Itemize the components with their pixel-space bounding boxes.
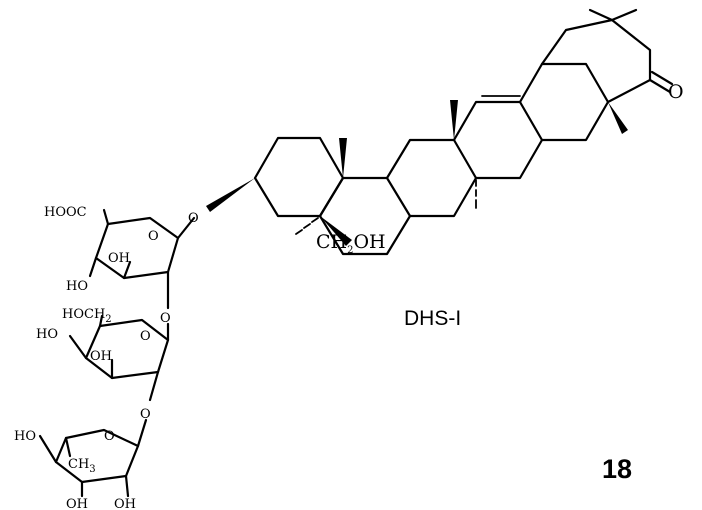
ch2oh-label: CH2OH (316, 231, 386, 256)
sugar3-oh-bond-2 (124, 474, 130, 498)
ho-label-1: HO (66, 279, 88, 294)
c3-o-wedge (206, 178, 255, 212)
ring-d (452, 100, 544, 180)
glycosidic-o-1: O (188, 211, 199, 226)
sugar2-ho-bond (68, 334, 88, 360)
hoch2-bond (98, 314, 104, 328)
oh-label-1: OH (108, 251, 130, 266)
methyl-wedge-3 (608, 102, 628, 134)
ring-o-2: O (140, 329, 151, 344)
aglycone-skeleton (206, 8, 674, 256)
sugar1-oh-bond (122, 260, 132, 280)
sugar1-ho-bond (88, 256, 98, 278)
sugar-ring-1 (94, 216, 180, 280)
ring-a (253, 136, 345, 218)
oh-label-3: OH (66, 497, 88, 510)
sugar-ring-3 (54, 428, 140, 484)
glycosidic-o-2: O (160, 311, 171, 326)
ring-o-1: O (148, 229, 159, 244)
compound-name: DHS-I (404, 307, 461, 330)
sugar2-o-down (148, 370, 160, 402)
methyl-wedge-2 (450, 100, 458, 140)
glyco-bond-1 (176, 216, 196, 240)
compound-number: 18 (602, 454, 632, 484)
ch2oh-wedge (320, 216, 352, 246)
ketone-bond-2 (650, 70, 674, 86)
methyl-wedge-1 (339, 138, 347, 178)
ring-c (385, 138, 478, 218)
oh-label-2: OH (90, 349, 112, 364)
ketone-bond-1 (648, 78, 672, 94)
ring-o-3: O (104, 429, 115, 444)
ch3-label: CH3 (68, 457, 96, 475)
oh-label-4: OH (114, 497, 136, 510)
hooc-bond (102, 208, 110, 226)
ketone-o-label: O (668, 81, 684, 103)
ring-f (540, 18, 652, 104)
sugar3-ho-bond (38, 434, 58, 464)
methyl-hash-2 (295, 217, 319, 235)
sugar-chain (38, 208, 196, 498)
glycosidic-o-3: O (140, 407, 151, 422)
hoch2-label: HOCH2 (62, 307, 112, 325)
methyl-1 (588, 8, 614, 22)
glyco-bond-3 (136, 418, 148, 448)
methyl-2 (610, 8, 638, 22)
ring-e (518, 62, 610, 142)
ho-label-3: HO (14, 429, 36, 444)
hooc-label: HOOC (44, 205, 87, 220)
ho-label-2: HO (36, 327, 58, 342)
sugar3-ch3-bond (64, 436, 72, 458)
